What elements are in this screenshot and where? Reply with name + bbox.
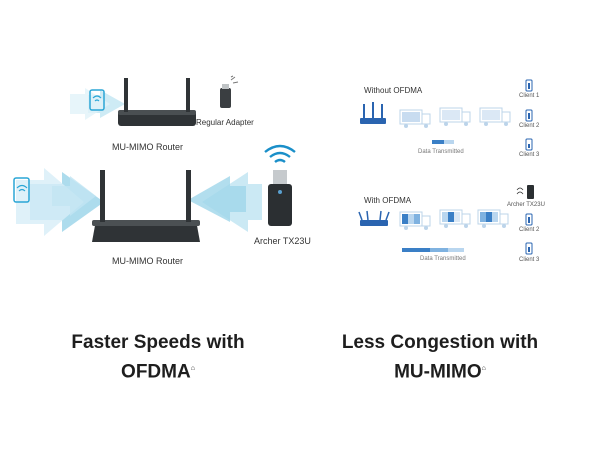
left-headline-line1: Faster Speeds with [71,332,245,353]
big-router-label: MU-MIMO Router [112,256,184,266]
right-headline-line2: MU-MIMO [394,361,482,383]
right-headline-mark: ⌂ [481,365,486,372]
with-data-label: Data Transmitted [420,256,466,262]
client-2b-icon [525,213,533,226]
archer-adapter-icon [268,170,292,226]
client-1-icon [525,79,533,92]
left-headline: Faster Speeds with OFDMA⌂ [28,330,288,385]
with-client-2-label: Client 2 [519,227,540,233]
left-headline-mark: ⌂ [190,365,195,372]
with-client-3-label: Client 3 [519,257,540,263]
client-2-icon [525,109,533,122]
wifi-icon [264,144,296,163]
right-headline: Less Congestion with MU-MIMO⌂ [310,330,570,385]
archer-label: Archer TX23U [254,236,311,246]
top-router-illustration [70,78,196,126]
regular-adapter-icon [220,75,239,108]
with-ofdma-title: With OFDMA [364,196,412,205]
without-client-3-label: Client 3 [519,152,540,158]
without-client-1-label: Client 1 [519,93,540,99]
phone-icon [89,89,105,111]
left-headline-line2: OFDMA [121,361,191,383]
big-router-illustration [16,168,262,242]
without-ofdma-diagram [360,102,511,144]
right-headline-line1: Less Congestion with [341,332,539,353]
regular-adapter-label: Regular Adapter [196,118,254,127]
phone-large-icon [13,177,30,203]
without-client-2-label: Client 2 [519,123,540,129]
with-ofdma-diagram [358,209,509,252]
without-ofdma-title: Without OFDMA [364,86,423,95]
archer-small-icon [516,185,534,199]
client-3-icon [525,138,533,151]
with-client-1-label: Archer TX23U [507,202,545,208]
client-3b-icon [525,242,533,255]
top-router-label: MU-MIMO Router [112,142,184,152]
without-data-label: Data Transmitted [418,149,464,155]
